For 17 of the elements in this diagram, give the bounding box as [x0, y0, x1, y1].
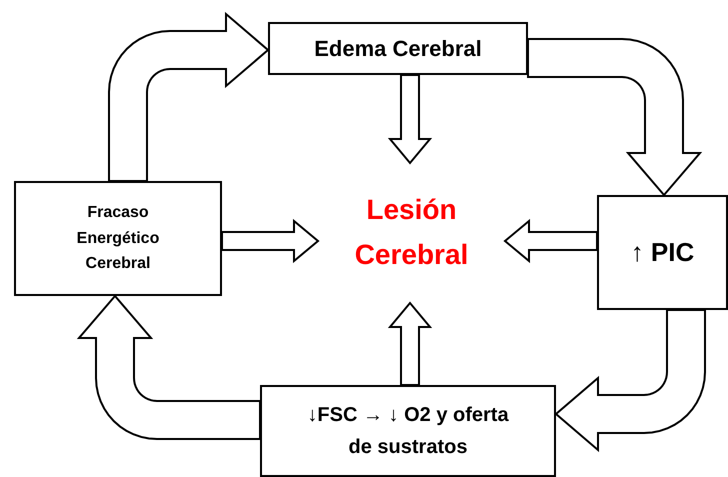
block-arrow — [388, 301, 432, 386]
process-box — [14, 181, 222, 296]
block-arrow — [527, 38, 702, 197]
block-arrow — [221, 218, 320, 264]
node-text: ↑ PIC — [630, 236, 694, 269]
node-text: Fracaso Energético Cerebral — [76, 203, 160, 274]
block-arrow — [388, 74, 432, 165]
block-arrow — [76, 294, 261, 440]
block-arrow — [554, 309, 706, 452]
node-text: Lesión Cerebral — [354, 193, 470, 272]
process-box — [260, 385, 556, 477]
node-text: Edema Cerebral — [314, 34, 482, 62]
block-arrow — [108, 12, 270, 182]
process-box — [268, 22, 528, 75]
process-box — [597, 195, 728, 310]
block-arrow — [503, 218, 598, 264]
node-text: ↓FSC → ↓ O2 y oferta de sustratos — [306, 403, 510, 460]
